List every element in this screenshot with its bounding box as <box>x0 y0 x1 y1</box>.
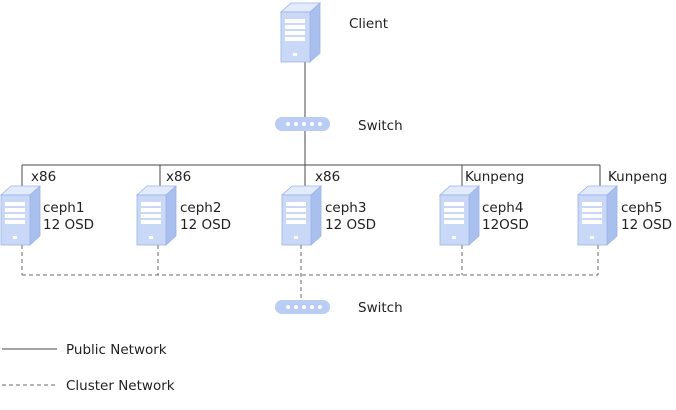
node-name-label: ceph1 <box>43 200 84 216</box>
node-ceph4: Kunpeng ceph4 12OSD <box>439 169 529 246</box>
cluster-switch-icon <box>275 300 330 314</box>
node-arch-label: x86 <box>31 169 56 185</box>
ceph1-server-icon <box>0 185 41 246</box>
node-arch-label: Kunpeng <box>465 169 524 185</box>
node-name-label: ceph4 <box>482 200 523 216</box>
node-ceph1: x86 ceph1 12 OSD <box>0 169 94 246</box>
node-arch-label: x86 <box>166 169 191 185</box>
node-ceph3: x86 ceph3 12 OSD <box>281 169 376 246</box>
node-osd-label: 12 OSD <box>621 217 672 233</box>
public-switch-icon <box>275 117 330 131</box>
ceph4-server-icon <box>439 185 480 246</box>
node-name-label: ceph3 <box>325 200 366 216</box>
public-switch-label: Switch <box>358 118 403 134</box>
node-name-label: ceph2 <box>180 200 221 216</box>
node-ceph5: Kunpeng ceph5 12 OSD <box>577 169 672 246</box>
client-server-icon <box>280 2 321 63</box>
node-osd-label: 12 OSD <box>325 217 376 233</box>
ceph3-server-icon <box>281 185 322 246</box>
node-name-label: ceph5 <box>621 200 662 216</box>
node-osd-label: 12 OSD <box>180 217 231 233</box>
node-osd-label: 12 OSD <box>43 217 94 233</box>
legend-public-label: Public Network <box>66 342 167 358</box>
cluster-network-links <box>21 245 599 299</box>
client-label: Client <box>349 16 388 32</box>
node-arch-label: x86 <box>315 169 340 185</box>
ceph2-server-icon <box>136 185 177 246</box>
cluster-switch-label: Switch <box>358 300 403 316</box>
node-osd-label: 12OSD <box>482 217 529 233</box>
legend-cluster-label: Cluster Network <box>66 378 175 394</box>
node-arch-label: Kunpeng <box>608 169 667 185</box>
node-ceph2: x86 ceph2 12 OSD <box>136 169 231 246</box>
legend: Public Network Cluster Network <box>2 342 175 394</box>
ceph5-server-icon <box>577 185 618 246</box>
public-network-links <box>21 62 601 187</box>
